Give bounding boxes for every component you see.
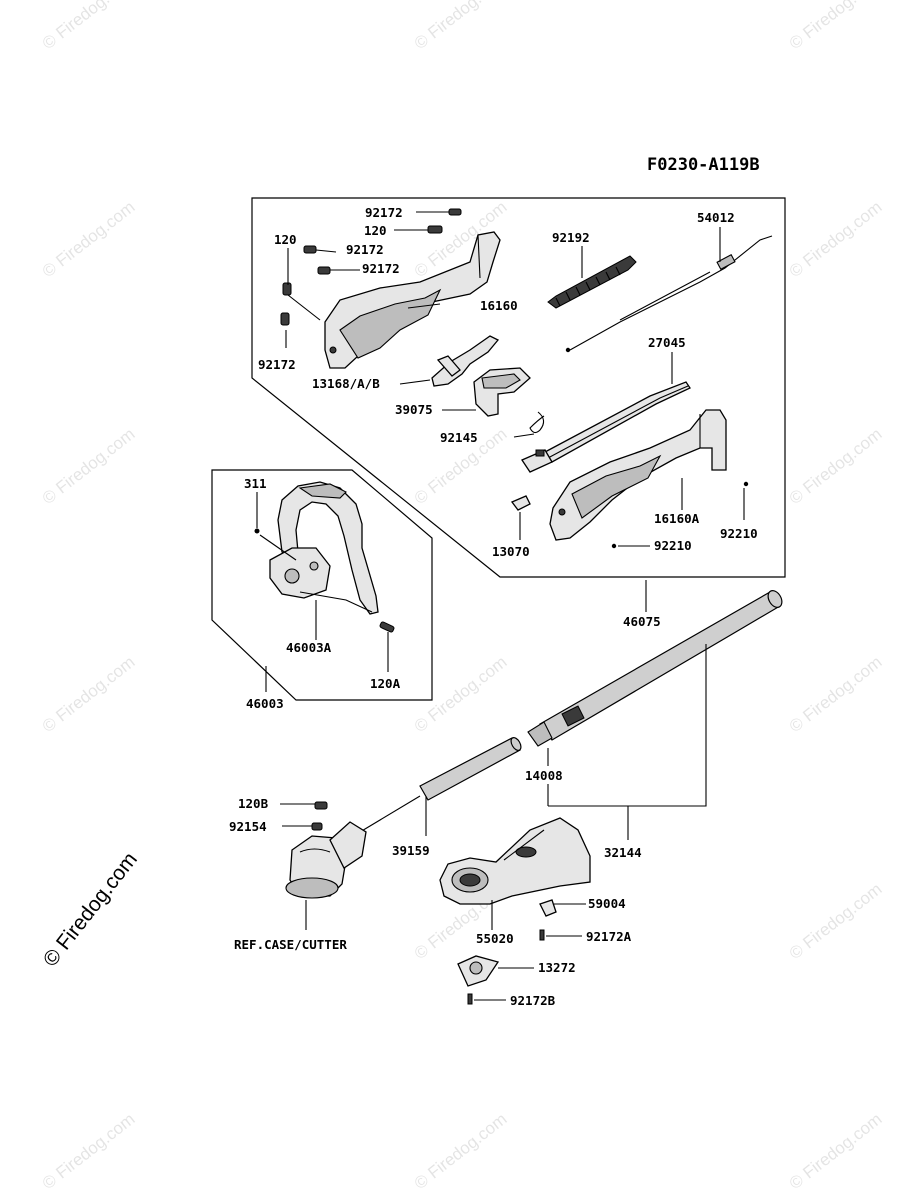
screw-311 — [254, 528, 260, 534]
label-120: 120 — [364, 223, 387, 238]
throttle-cable-part — [565, 235, 773, 353]
watermark: © Firedog.com — [786, 1109, 886, 1193]
bracket-part — [539, 899, 557, 917]
leader-lines-upper — [285, 211, 745, 547]
watermark: © Firedog.com — [39, 197, 139, 281]
watermark: © Firedog.com — [39, 0, 139, 53]
label-32144: 32144 — [604, 845, 642, 860]
trigger-lever — [436, 355, 461, 377]
watermark: © Firedog.com — [786, 652, 886, 736]
watermark: © Firedog.com — [786, 424, 886, 508]
label-39159: 39159 — [392, 843, 430, 858]
screw-120B — [314, 801, 328, 810]
watermark: © Firedog.com — [786, 0, 886, 53]
label-120: 120 — [274, 232, 297, 247]
watermark: © Firedog.com — [411, 1109, 511, 1193]
assembly-frame-46075 — [251, 197, 786, 578]
guard-part — [439, 817, 591, 905]
watermark: © Firedog.com — [39, 1109, 139, 1193]
watermark: © Firedog.com — [786, 879, 886, 963]
label-120A: 120A — [370, 676, 401, 691]
pin-part-a — [611, 543, 617, 549]
assembly-frame-46003 — [211, 469, 433, 701]
pin-part-b — [743, 481, 749, 487]
label-16160A: 16160A — [654, 511, 700, 526]
grip-half-right-part — [549, 409, 727, 541]
nut-92154 — [311, 822, 323, 831]
switch-wire-part — [521, 381, 691, 473]
label-92210: 92210 — [654, 538, 692, 553]
label-92154: 92154 — [229, 819, 267, 834]
label-46003: 46003 — [246, 696, 284, 711]
watermark: © Firedog.com — [411, 652, 511, 736]
label-92145: 92145 — [440, 430, 478, 445]
label-92172A: 92172A — [586, 929, 632, 944]
label-92172: 92172 — [365, 205, 403, 220]
label-16160: 16160 — [480, 298, 518, 313]
gear-case-part — [285, 821, 367, 899]
label-120B: 120B — [238, 796, 269, 811]
label-46075: 46075 — [623, 614, 661, 629]
label-92172: 92172 — [258, 357, 296, 372]
watermark: © Firedog.com — [39, 652, 139, 736]
label-13168: 13168/A/B — [312, 376, 380, 391]
label-27045: 27045 — [648, 335, 686, 350]
watermark: © Firedog.com — [39, 424, 139, 508]
grip-sleeve-part — [547, 255, 637, 309]
label-92172B: 92172B — [510, 993, 556, 1008]
label-13272: 13272 — [538, 960, 576, 975]
label-311: 311 — [244, 476, 267, 491]
label-92172: 92172 — [362, 261, 400, 276]
clip-part — [510, 495, 531, 511]
label-ref-case-cutter: REF.CASE/CUTTER — [234, 937, 347, 952]
label-92210: 92210 — [720, 526, 758, 541]
watermark: © Firedog.com — [411, 0, 511, 53]
label-55020: 55020 — [476, 931, 514, 946]
label-13070: 13070 — [492, 544, 530, 559]
screw-120A — [379, 621, 395, 633]
throttle-lock-part — [473, 367, 531, 417]
part-labels: 92172 120 120 92172 92172 16160 92172 13… — [229, 205, 758, 1008]
watermark: © Firedog.com — [786, 197, 886, 281]
label-46003A: 46003A — [286, 640, 332, 655]
label-14008: 14008 — [525, 768, 563, 783]
label-39075: 39075 — [395, 402, 433, 417]
label-92172: 92172 — [346, 242, 384, 257]
screw-92172A — [539, 929, 545, 941]
main-shaft-part — [527, 590, 783, 747]
diagram-code: F0230-A119B — [647, 155, 760, 175]
spring-part — [529, 411, 545, 434]
trigger-part — [431, 335, 500, 387]
watermark-main: © Firedog.com — [39, 848, 142, 971]
loop-handle-part — [269, 481, 379, 615]
watermark-layer: © Firedog.com © Firedog.com © Firedog.co… — [39, 0, 886, 1193]
label-54012: 54012 — [697, 210, 735, 225]
label-59004: 59004 — [588, 896, 626, 911]
screw-92172B — [467, 993, 473, 1005]
leader-lines-lower — [280, 644, 707, 1001]
label-92192: 92192 — [552, 230, 590, 245]
leader-lines-loop — [256, 492, 389, 672]
drive-shaft-part — [355, 737, 522, 839]
